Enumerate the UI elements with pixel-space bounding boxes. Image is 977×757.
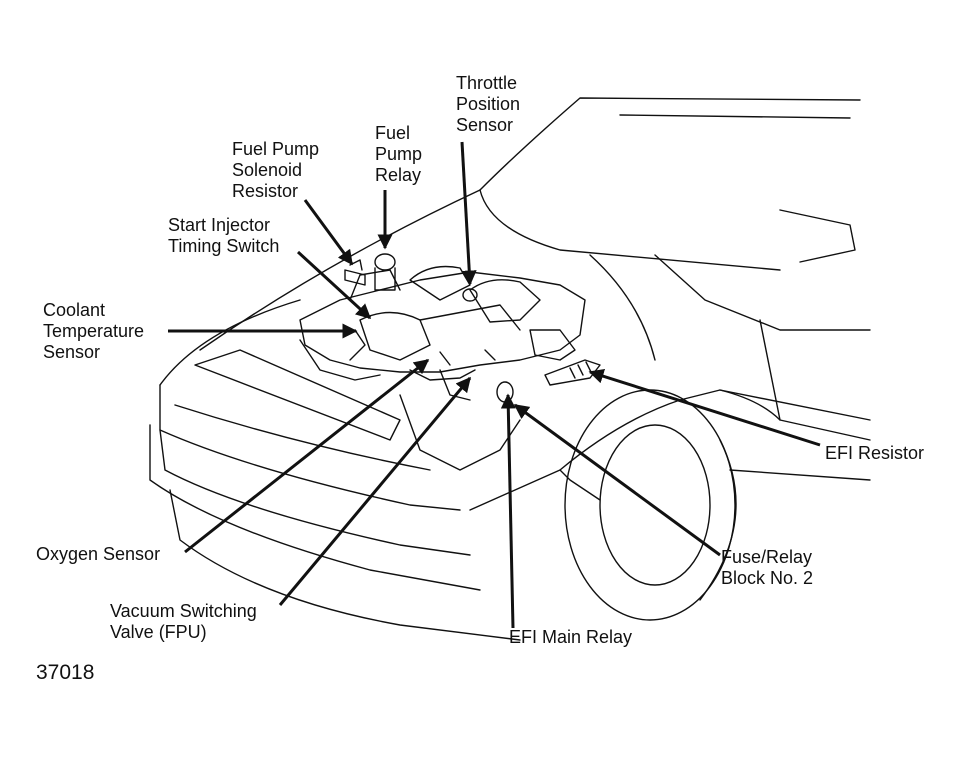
label-fuse-relay-block-no2: Fuse/Relay Block No. 2: [721, 547, 814, 588]
label-efi-resistor: EFI Resistor: [825, 443, 925, 463]
leader-fuel-pump-solenoid-resistor: [303, 199, 354, 266]
leader-vacuum-switching-valve: [278, 376, 472, 606]
label-throttle-position-sensor: Throttle Position Sensor: [456, 73, 521, 135]
leader-start-injector-timing-switch: [296, 250, 372, 320]
car-body-drawing: [149, 97, 871, 641]
label-fuel-pump-relay: Fuel Pump Relay: [375, 123, 423, 185]
leader-fuse-relay-block: [513, 403, 721, 557]
leader-throttle-position-sensor: [460, 141, 477, 286]
label-coolant-temperature-sensor: Coolant Temperature Sensor: [43, 300, 145, 362]
leader-efi-main-relay: [500, 393, 516, 629]
leader-lines: [168, 141, 821, 629]
label-start-injector-timing-switch: Start Injector Timing Switch: [168, 215, 280, 256]
leader-efi-resistor: [588, 368, 821, 447]
engine-drawing: [299, 253, 601, 471]
figure-number: 37018: [36, 661, 95, 684]
label-vacuum-switching-valve: Vacuum Switching Valve (FPU): [110, 601, 257, 642]
label-efi-main-relay: EFI Main Relay: [509, 627, 633, 647]
label-fuel-pump-solenoid-resistor: Fuel Pump Solenoid Resistor: [232, 139, 320, 201]
leader-oxygen-sensor: [184, 358, 430, 554]
label-oxygen-sensor: Oxygen Sensor: [36, 544, 161, 564]
